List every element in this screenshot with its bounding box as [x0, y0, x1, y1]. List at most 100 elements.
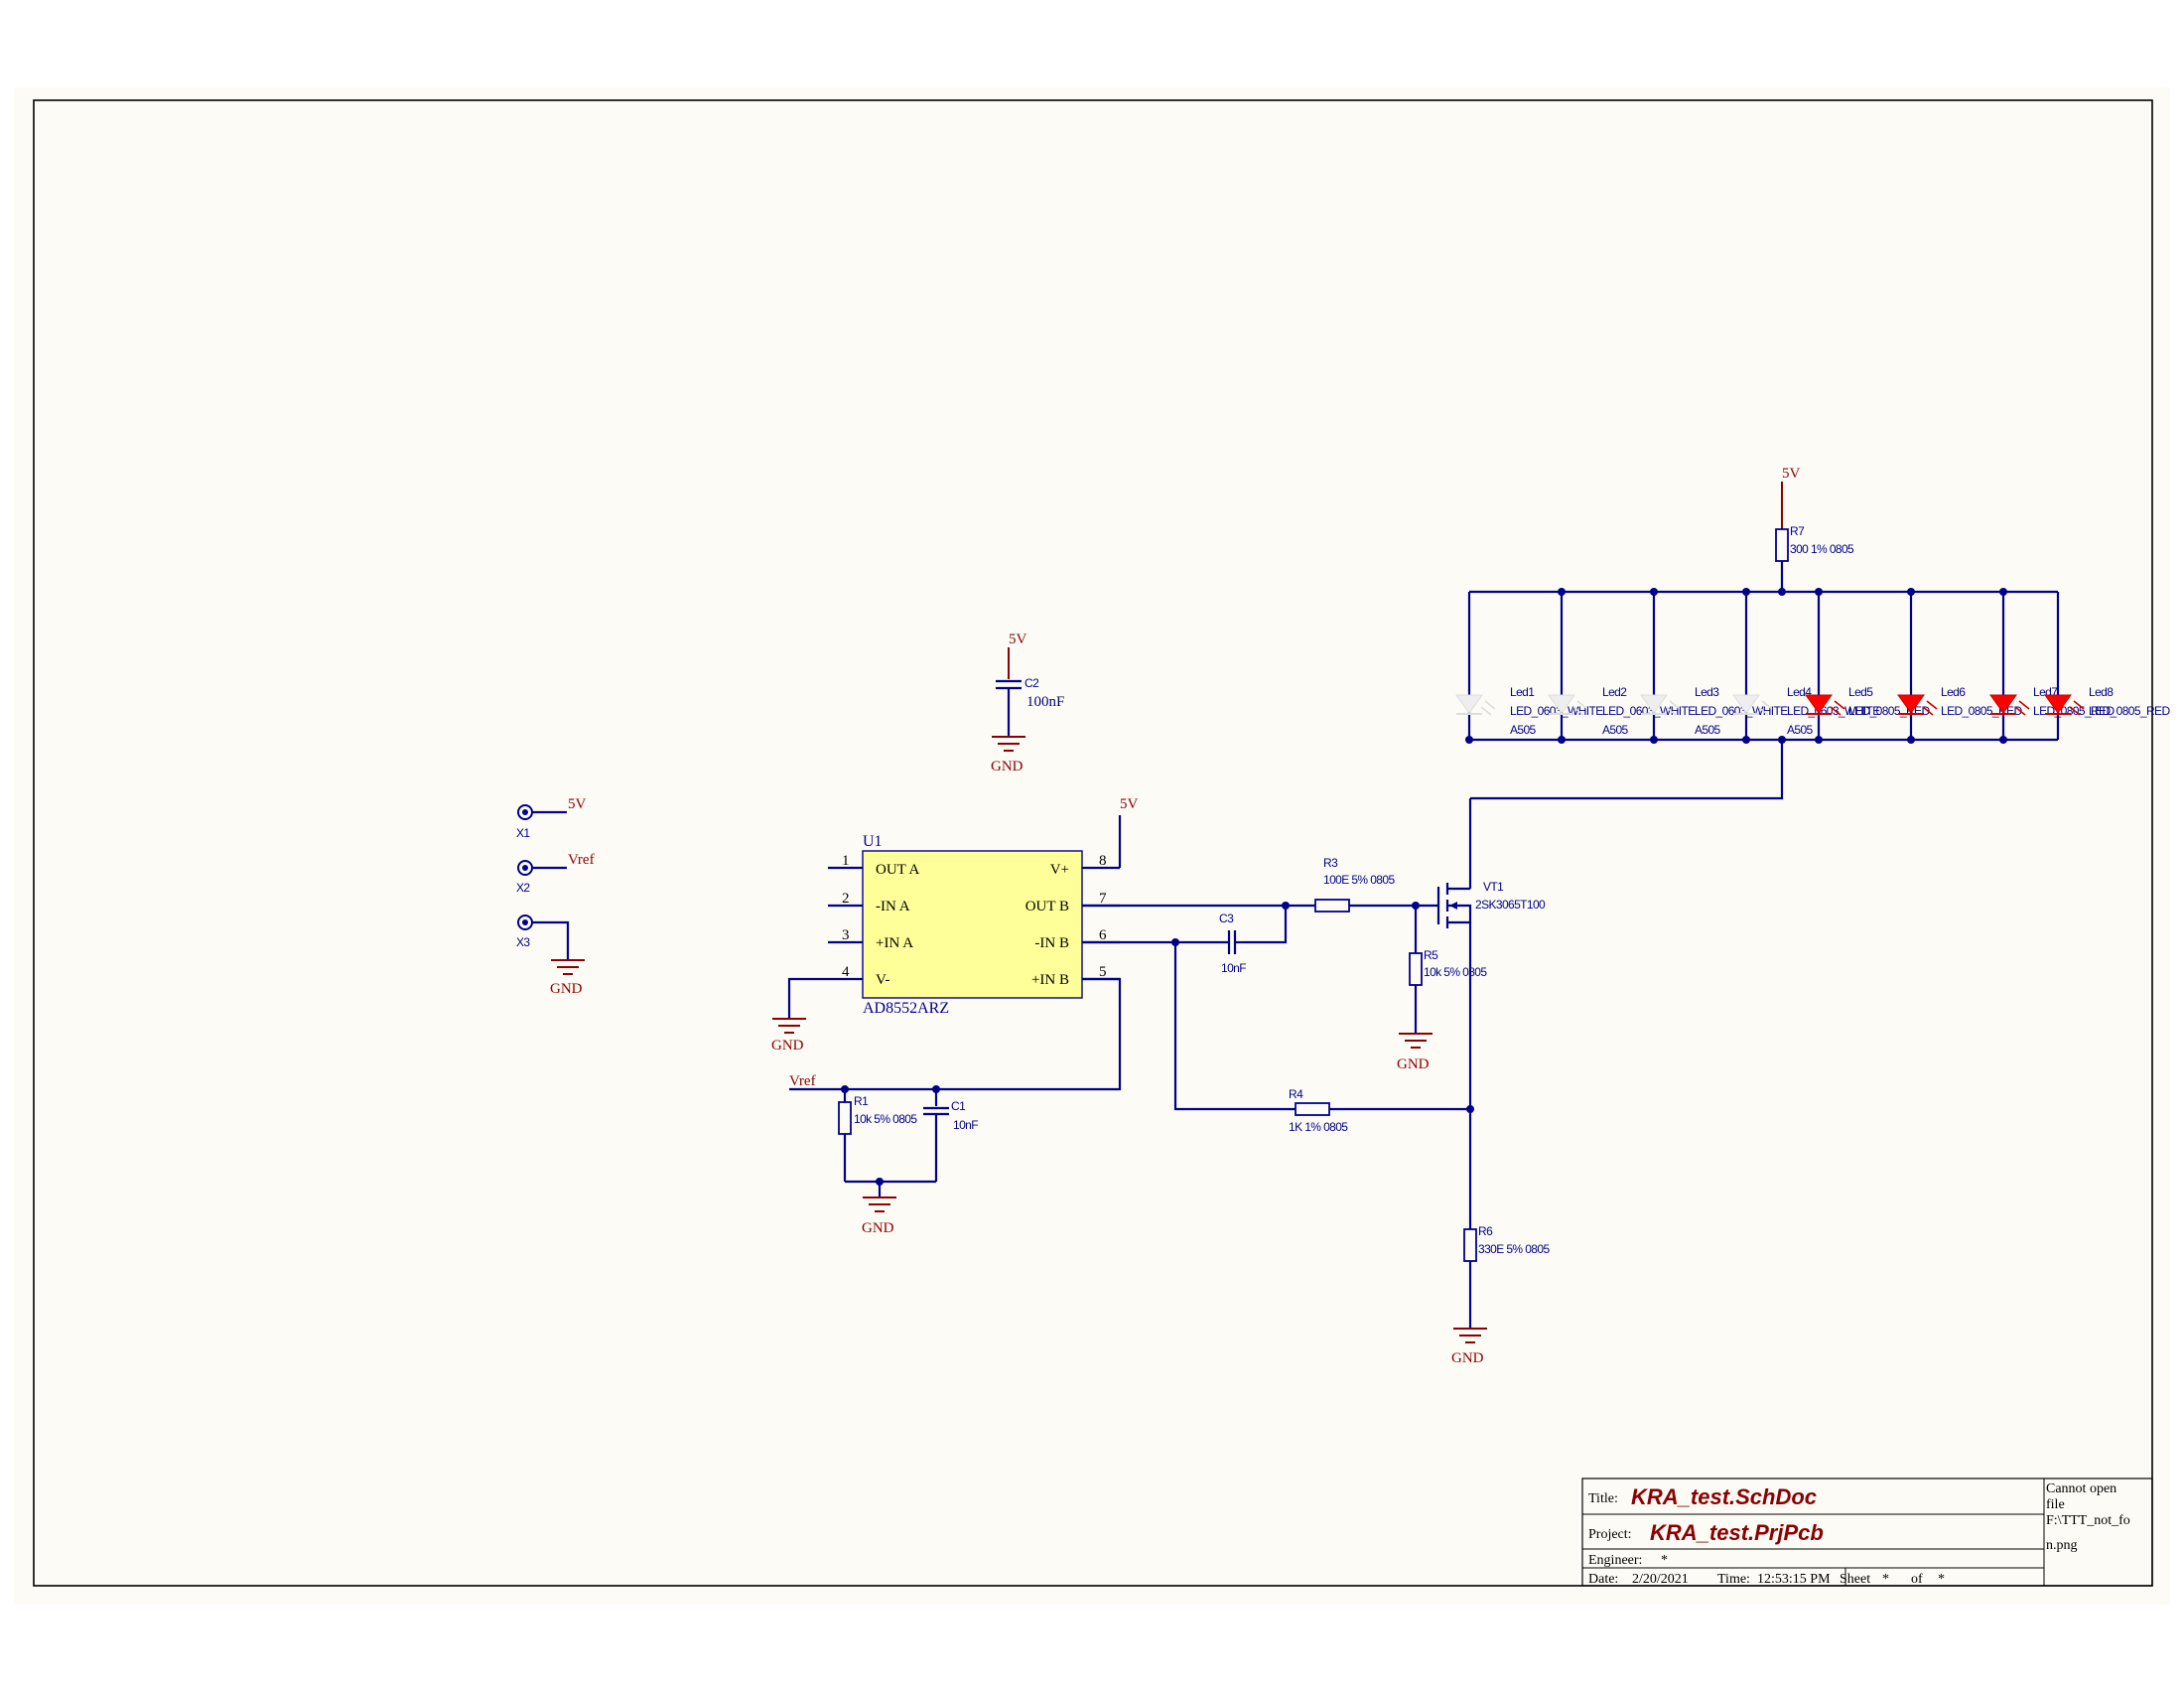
time-value: 12:53:15 PM: [1757, 1572, 1831, 1587]
ic-ref: U1: [863, 833, 883, 850]
led-diode-symbol: [1989, 694, 2017, 714]
logo-placeholder-text: file: [2046, 1497, 2065, 1512]
pin-name: OUT B: [1025, 899, 1069, 914]
project-value: KRA_test.PrjPcb: [1650, 1520, 1824, 1545]
project-label: Project:: [1588, 1527, 1632, 1542]
pin-number: 1: [842, 853, 850, 869]
power-label-5v: 5V: [1782, 466, 1801, 482]
net-label: Vref: [568, 852, 595, 868]
gnd-label: GND: [1397, 1056, 1430, 1072]
pin-number: 2: [842, 891, 850, 907]
capacitor-c1: C1 10nF: [923, 1089, 979, 1182]
gnd-label: GND: [550, 981, 583, 997]
component-value: 300 1% 0805: [1790, 542, 1854, 556]
led-diode-symbol: [1805, 694, 1833, 714]
engineer-value: *: [1661, 1553, 1668, 1568]
logo-placeholder-text: Cannot open: [2046, 1481, 2116, 1496]
gnd-label: GND: [1451, 1350, 1484, 1366]
of-label: of: [1911, 1572, 1923, 1587]
capacitor-c3: C3 10nF: [1082, 912, 1247, 975]
led-diode-symbol: [1732, 694, 1760, 714]
pin-name: V+: [1050, 862, 1069, 878]
led-diode-symbol: [1640, 694, 1668, 714]
pin-name: V-: [876, 972, 889, 988]
component-value: 10nF: [1221, 961, 1246, 975]
ic-u1: U1 AD8552ARZ 1 2 3 4 OUT A -IN A +IN A V…: [828, 833, 1120, 1017]
led-emission-arrows: [1922, 700, 1938, 716]
connector-x2: X2 Vref: [516, 852, 595, 895]
led-value: LED_0805_RED: [1848, 704, 1930, 718]
led-ref: Led6: [1941, 685, 1966, 699]
net-label: 5V: [568, 796, 587, 812]
gnd-label: GND: [771, 1038, 804, 1054]
time-label: Time:: [1717, 1572, 1750, 1587]
led-subvalue: A505: [1510, 723, 1537, 737]
led-value: LED_0603_WHITE: [1695, 704, 1788, 718]
component-value: 1K 1% 0805: [1289, 1120, 1348, 1134]
ref-designator: R7: [1790, 524, 1805, 538]
led-ref: Led1: [1510, 685, 1535, 699]
pin-number: 4: [842, 964, 850, 980]
ref-designator: C3: [1219, 912, 1234, 925]
led-ref: Led3: [1695, 685, 1719, 699]
of-value: *: [1938, 1572, 1945, 1587]
component-value: 100nF: [1026, 694, 1064, 710]
component-value: 10k 5% 0805: [1424, 965, 1487, 979]
led-emission-arrows: [1757, 700, 1773, 716]
component-value: 10k 5% 0805: [854, 1112, 917, 1126]
ref-designator: R3: [1323, 856, 1338, 870]
connector-ref: X3: [516, 935, 530, 949]
pin-number: 5: [1099, 964, 1107, 980]
led-diode-symbol: [1548, 694, 1575, 714]
logo-placeholder-text: F:\TTT_not_fo: [2046, 1513, 2130, 1528]
logo-placeholder-text: n.png: [2046, 1538, 2078, 1553]
ref-designator: VT1: [1483, 880, 1504, 894]
title-value: KRA_test.SchDoc: [1631, 1484, 1817, 1509]
led-diode-symbol: [2044, 694, 2072, 714]
sheet-value: *: [1882, 1572, 1889, 1587]
component-value: 100E 5% 0805: [1323, 873, 1395, 887]
pin-name: OUT A: [876, 862, 919, 878]
led-value: LED_0805_RED: [1941, 704, 2022, 718]
ic-part: AD8552ARZ: [863, 1000, 949, 1017]
gnd-label: GND: [991, 759, 1024, 774]
gnd-label: GND: [862, 1220, 894, 1236]
engineer-label: Engineer:: [1588, 1553, 1642, 1568]
led-diode-symbol: [1455, 694, 1483, 714]
capacitor-c2: 5V GND C2 100nF: [991, 632, 1064, 774]
pin-number: 8: [1099, 853, 1107, 869]
ref-designator: C1: [951, 1099, 966, 1113]
component-value: 330E 5% 0805: [1478, 1242, 1550, 1256]
led-subvalue: A505: [1695, 723, 1721, 737]
date-value: 2/20/2021: [1632, 1572, 1689, 1587]
title-block: Title: KRA_test.SchDoc Project: KRA_test…: [1581, 1477, 2153, 1587]
power-label-5v: 5V: [1009, 632, 1027, 647]
pin-number: 7: [1099, 891, 1107, 907]
pin-name: -IN B: [1034, 935, 1069, 951]
title-label: Title:: [1588, 1491, 1618, 1506]
ic-body: [862, 850, 1083, 999]
ref-designator: R1: [854, 1094, 869, 1108]
led-ref: Led5: [1848, 685, 1873, 699]
sheet-border: [33, 99, 2153, 1587]
led-value: LED_0805_RED: [2089, 704, 2170, 718]
pin-number: 6: [1099, 927, 1107, 943]
ref-designator: C2: [1024, 676, 1039, 690]
net-label-vref: Vref: [789, 1073, 816, 1089]
connector-ref: X2: [516, 881, 530, 895]
led-emission-arrows: [1480, 700, 1496, 716]
led-emission-arrows: [1665, 700, 1681, 716]
pin-name: +IN B: [1031, 972, 1069, 988]
component-value: 2SK3065T100: [1475, 898, 1546, 912]
led-array: Led1LED_0603_WHITEA505Led2LED_0603_WHITE…: [1455, 588, 2171, 744]
ref-designator: R4: [1289, 1087, 1303, 1101]
led-value: LED_0603_WHITE: [1602, 704, 1696, 718]
date-label: Date:: [1588, 1572, 1618, 1587]
component-value: 10nF: [953, 1118, 978, 1132]
ref-designator: R5: [1424, 948, 1438, 962]
resistor-r5: R5 10k 5% 0805: [1409, 906, 1488, 1033]
